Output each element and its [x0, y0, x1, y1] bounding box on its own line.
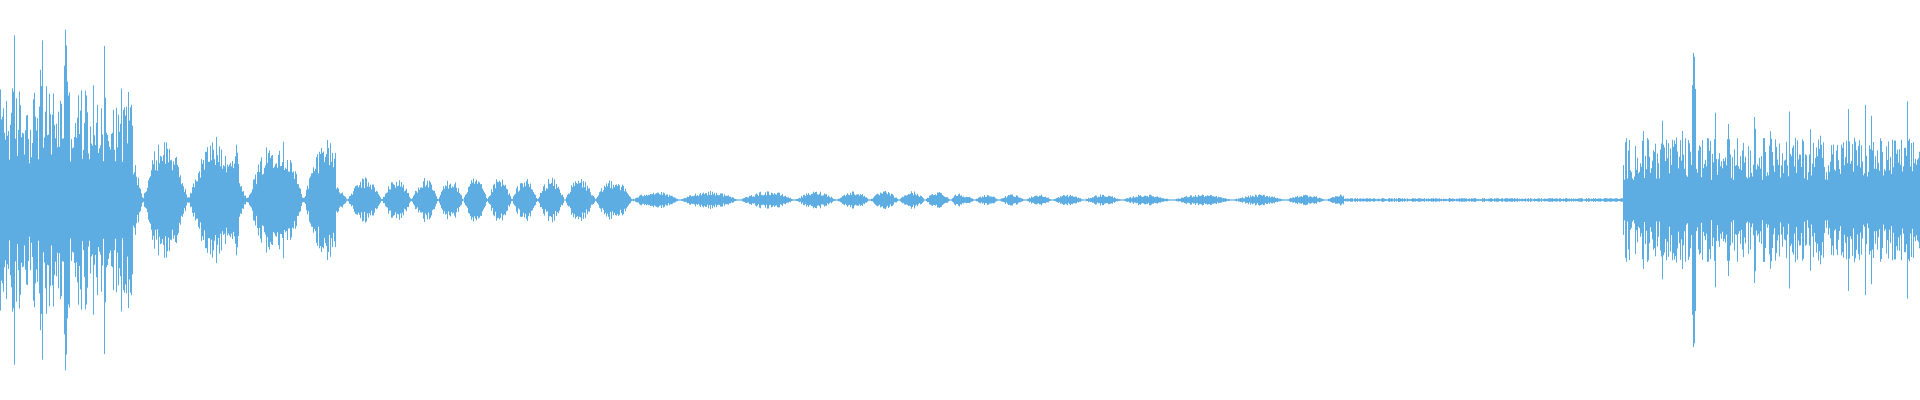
waveform-path: [0, 29, 1920, 371]
